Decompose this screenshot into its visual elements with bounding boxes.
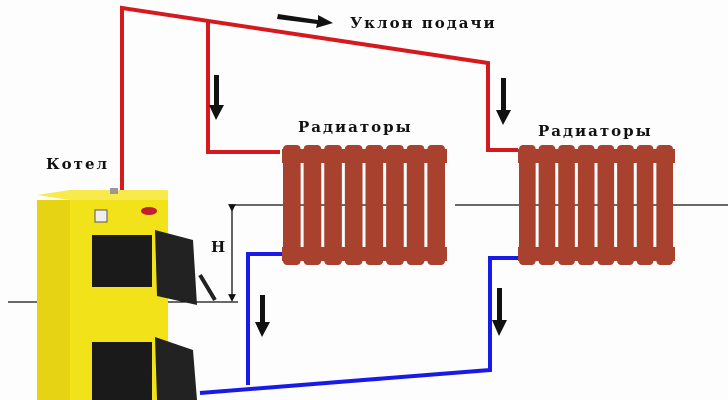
radiator-section	[283, 145, 301, 265]
radiator-section	[365, 145, 384, 265]
radiator-collector	[282, 247, 447, 261]
radiator-section	[427, 145, 445, 265]
radiator-collector	[282, 149, 447, 163]
radiator-left	[282, 145, 447, 265]
radiator-section	[597, 145, 615, 265]
radiators-left-label: Радиаторы	[298, 118, 413, 136]
arrow-down-icon	[496, 78, 511, 125]
radiator-section	[617, 145, 634, 265]
arrow-down-icon	[255, 295, 270, 337]
boiler	[37, 188, 217, 400]
flow-arrows	[209, 14, 511, 337]
arrow-down-icon	[492, 288, 507, 336]
arrow-right-icon	[277, 14, 333, 28]
radiator-section	[656, 145, 673, 265]
supply-pipe	[120, 5, 518, 190]
supply-slope-label: Уклон подачи	[350, 14, 497, 32]
radiator-section	[558, 145, 575, 265]
radiator-section	[577, 145, 595, 265]
radiator-section	[386, 145, 404, 265]
return-pipe	[199, 252, 518, 395]
radiator-collector	[518, 149, 675, 163]
radiator-section	[519, 145, 536, 265]
radiator-section	[303, 145, 322, 265]
boiler-label: Котел	[46, 155, 110, 173]
radiator-collector	[518, 247, 675, 261]
radiators-right-label: Радиаторы	[538, 122, 653, 140]
radiator-section	[324, 145, 342, 265]
radiator-section	[406, 145, 425, 265]
radiator-section	[538, 145, 556, 265]
radiator-section	[344, 145, 363, 265]
height-label: H	[211, 238, 228, 256]
arrow-down-icon	[209, 75, 224, 120]
radiator-section	[636, 145, 654, 265]
radiator-right	[518, 145, 675, 265]
